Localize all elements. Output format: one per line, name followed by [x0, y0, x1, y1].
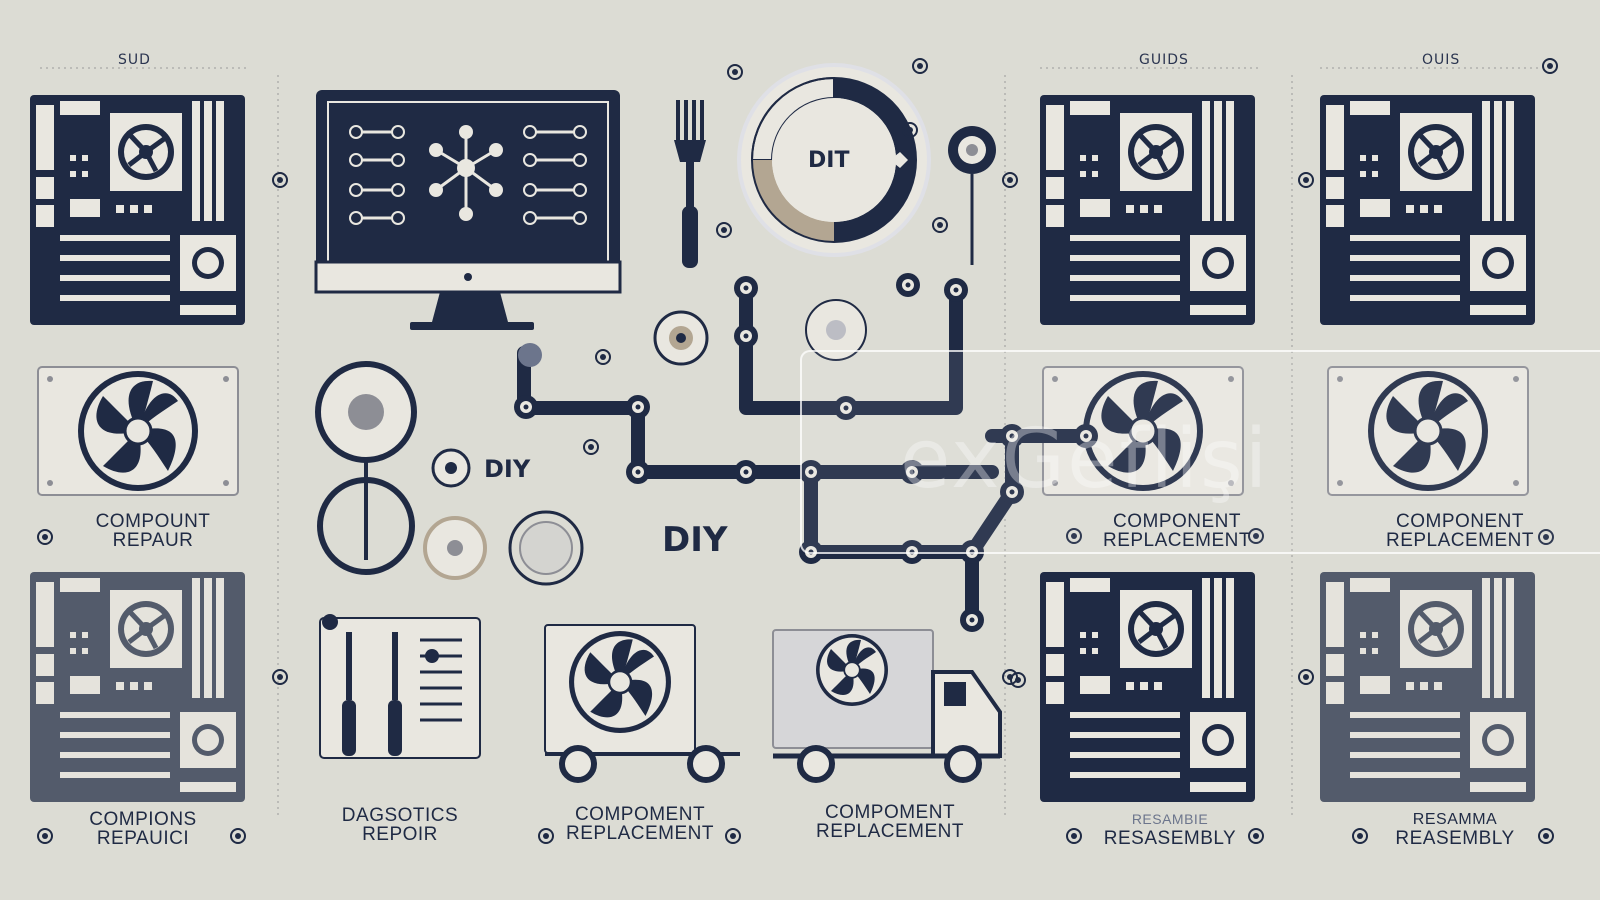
fan-panel-icon: [38, 367, 238, 495]
fan-cart-icon: [544, 624, 740, 783]
motherboard-faded-icon: [1320, 572, 1535, 802]
dial-label: DIT: [808, 148, 850, 173]
diy-small-label: DIY: [484, 455, 531, 483]
monitor-icon: [314, 90, 622, 330]
motherboard-icon: [1320, 95, 1535, 325]
dial-icon: [737, 63, 931, 257]
gauge-icon: [948, 126, 996, 265]
heading-left: SUD: [118, 52, 151, 68]
motherboard-faded-icon: [30, 572, 245, 802]
pipeline-start-knob: [518, 343, 542, 367]
fork-icon: [674, 100, 706, 268]
highlight-overlay: [800, 350, 1600, 554]
delivery-truck-icon: [772, 629, 1002, 783]
heading-right-a: GUIDS: [1139, 52, 1189, 68]
motherboard-icon: [1040, 572, 1255, 802]
magnifier-icon: [315, 361, 584, 586]
diagnostics-clipboard-icon: [319, 614, 481, 759]
diy-large-label: DIY: [662, 520, 728, 560]
motherboard-icon: [30, 95, 245, 325]
knob-icon: [653, 299, 867, 366]
heading-right-b: OUIS: [1422, 52, 1461, 68]
motherboard-icon: [1040, 95, 1255, 325]
watermark: exGeflişi: [900, 412, 1270, 507]
